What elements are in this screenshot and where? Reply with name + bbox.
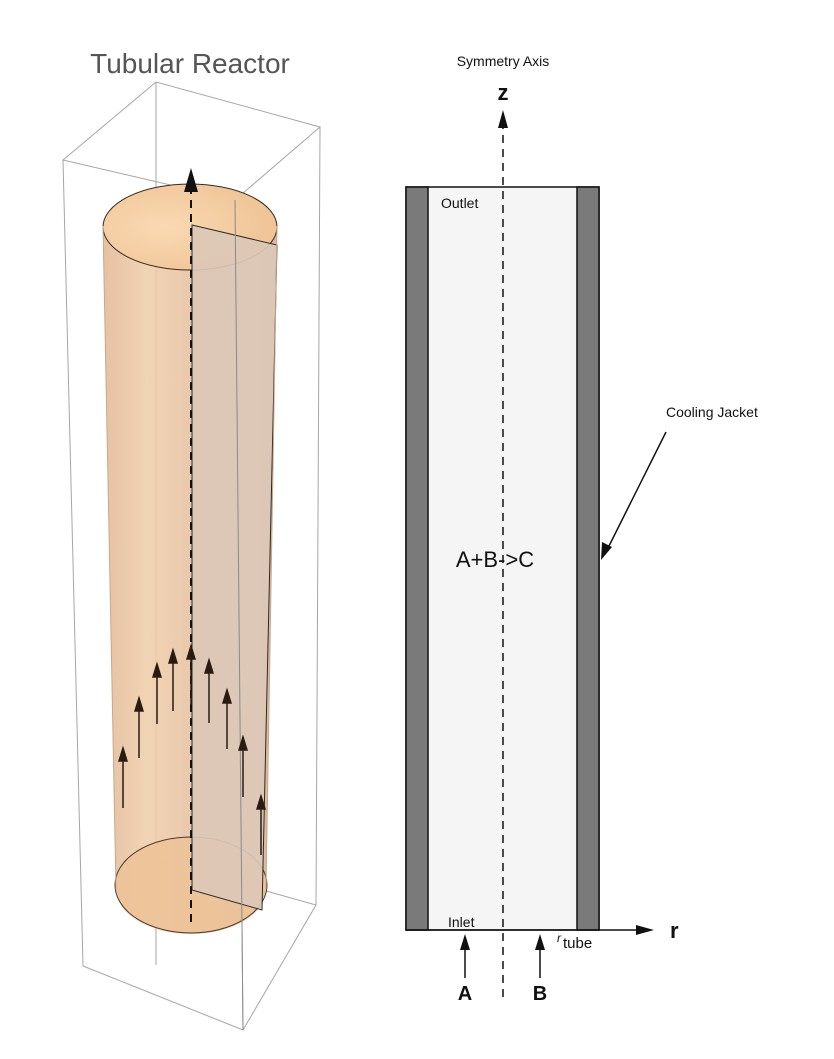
flow-arrows	[117, 643, 267, 855]
flow-arrow	[185, 643, 197, 705]
r-tube-label: r tube	[557, 931, 592, 952]
central-axis-arrowhead	[184, 168, 198, 192]
left-jacket-wall	[405, 186, 429, 931]
feed-a-label: A	[458, 983, 472, 1005]
tubular-reactor-3d: Tubular Reactor	[61, 48, 322, 1031]
cylinder-right-edge	[265, 225, 278, 890]
box-front-vertical	[234, 199, 244, 1031]
feed-b-label: B	[533, 983, 547, 1005]
outlet-label: Outlet	[441, 195, 478, 211]
flow-arrow	[167, 647, 179, 711]
cylinder-left-edge	[102, 225, 117, 890]
symmetry-axis-arrowhead	[498, 110, 508, 128]
r-axis-label: r	[670, 918, 679, 943]
feed-arrow-a: A	[458, 934, 472, 1005]
r-tube-subscript: tube	[563, 935, 592, 952]
flow-arrow	[133, 695, 145, 758]
cooling-jacket-label: Cooling Jacket	[666, 404, 758, 420]
flow-arrow	[237, 734, 249, 797]
r-axis-arrowhead	[636, 925, 654, 935]
cooling-jacket-pointer	[605, 431, 667, 553]
box-back-right-edge	[315, 126, 321, 906]
reactor-title: Tubular Reactor	[90, 48, 290, 79]
cross-section-2d: Symmetry Axis z Outlet A+B->C r Inlet r …	[405, 53, 758, 1005]
inlet-label: Inlet	[448, 914, 475, 930]
right-jacket-wall	[576, 186, 600, 931]
symmetry-axis-label: Symmetry Axis	[457, 53, 550, 69]
z-axis-label: z	[498, 80, 509, 105]
cooling-jacket-pointer-head	[601, 542, 612, 560]
flow-arrow	[151, 661, 163, 724]
reaction-label: A+B->C	[456, 547, 534, 572]
r-tube-symbol: r	[557, 931, 562, 945]
flow-arrow	[117, 745, 129, 808]
box-front-left-edge	[62, 159, 84, 967]
flow-arrow	[255, 793, 267, 855]
feed-arrow-b: B	[533, 934, 547, 1005]
flow-arrow	[203, 657, 215, 723]
flow-arrow	[221, 687, 233, 749]
